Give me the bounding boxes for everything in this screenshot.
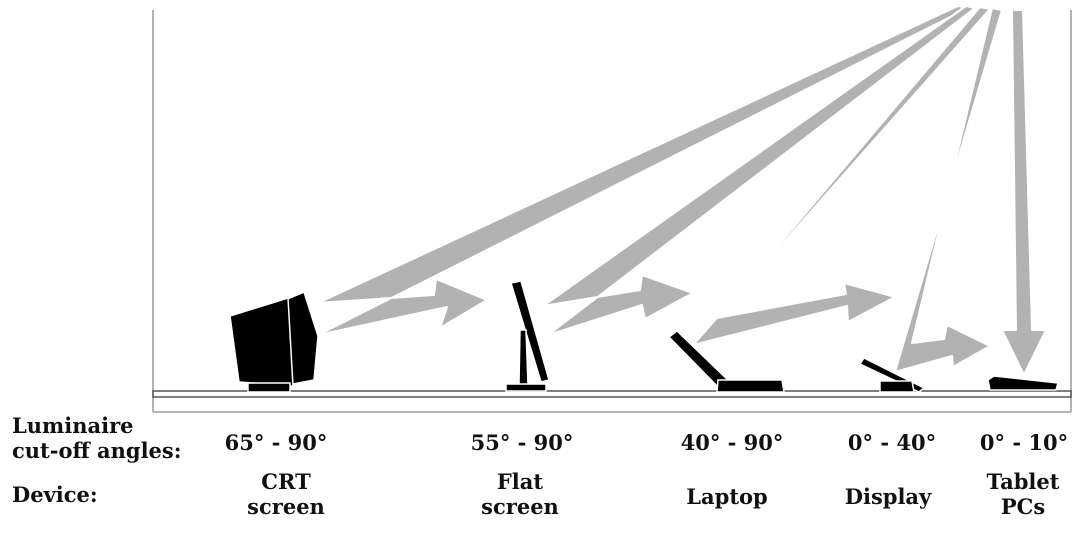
desk-surface <box>152 390 1072 398</box>
display-base <box>879 380 915 393</box>
crt-base <box>247 382 291 393</box>
angle-display: 0° - 40° <box>847 430 937 455</box>
device-name-laptop: Laptop <box>686 484 768 509</box>
device-name-tablet-line2: PCs <box>1000 494 1046 519</box>
flat-screen-device <box>505 280 550 392</box>
angles-row-title-line1: Luminaire <box>12 413 134 438</box>
device-row-title: Device: <box>12 482 98 507</box>
arrow-laptop-reflection <box>692 6 991 346</box>
display-device <box>858 357 926 393</box>
device-name-crt: CRT screen <box>247 469 325 519</box>
angle-crt: 65° - 90° <box>224 430 328 455</box>
flat-screen-panel <box>510 280 550 383</box>
device-name-crt-line2: screen <box>247 494 325 519</box>
flat-screen-base <box>505 383 547 392</box>
arrow-tablet-reflection <box>1001 9 1047 376</box>
device-name-flat-screen: Flat screen <box>481 469 559 519</box>
angle-flat-screen: 55° - 90° <box>470 430 574 455</box>
arrow-crt-reflection <box>317 5 969 336</box>
angles-row-title: Luminaire cut-off angles: <box>12 413 182 463</box>
tablet-pc-device <box>987 375 1059 391</box>
device-name-display: Display <box>844 484 932 509</box>
reflection-arrows <box>317 5 1047 376</box>
device-name-flat-line2: screen <box>481 494 559 519</box>
crt-screen-device <box>229 290 319 393</box>
tablet-body <box>987 375 1059 391</box>
device-name-tablet: Tablet PCs <box>987 469 1060 519</box>
device-name-crt-line1: CRT <box>261 469 311 494</box>
angle-tablet: 0° - 10° <box>979 430 1069 455</box>
crt-screen-face <box>229 296 294 387</box>
angles-row-title-line2: cut-off angles: <box>12 438 182 463</box>
angle-laptop: 40° - 90° <box>680 430 784 455</box>
arrow-display-reflection <box>894 7 1003 373</box>
laptop-base <box>716 379 785 393</box>
laptop-device <box>667 330 785 393</box>
arrow-flat-reflection <box>542 5 976 336</box>
flat-screen-stand <box>518 329 529 386</box>
device-name-tablet-line1: Tablet <box>986 469 1060 494</box>
device-name-flat-line1: Flat <box>496 469 544 494</box>
